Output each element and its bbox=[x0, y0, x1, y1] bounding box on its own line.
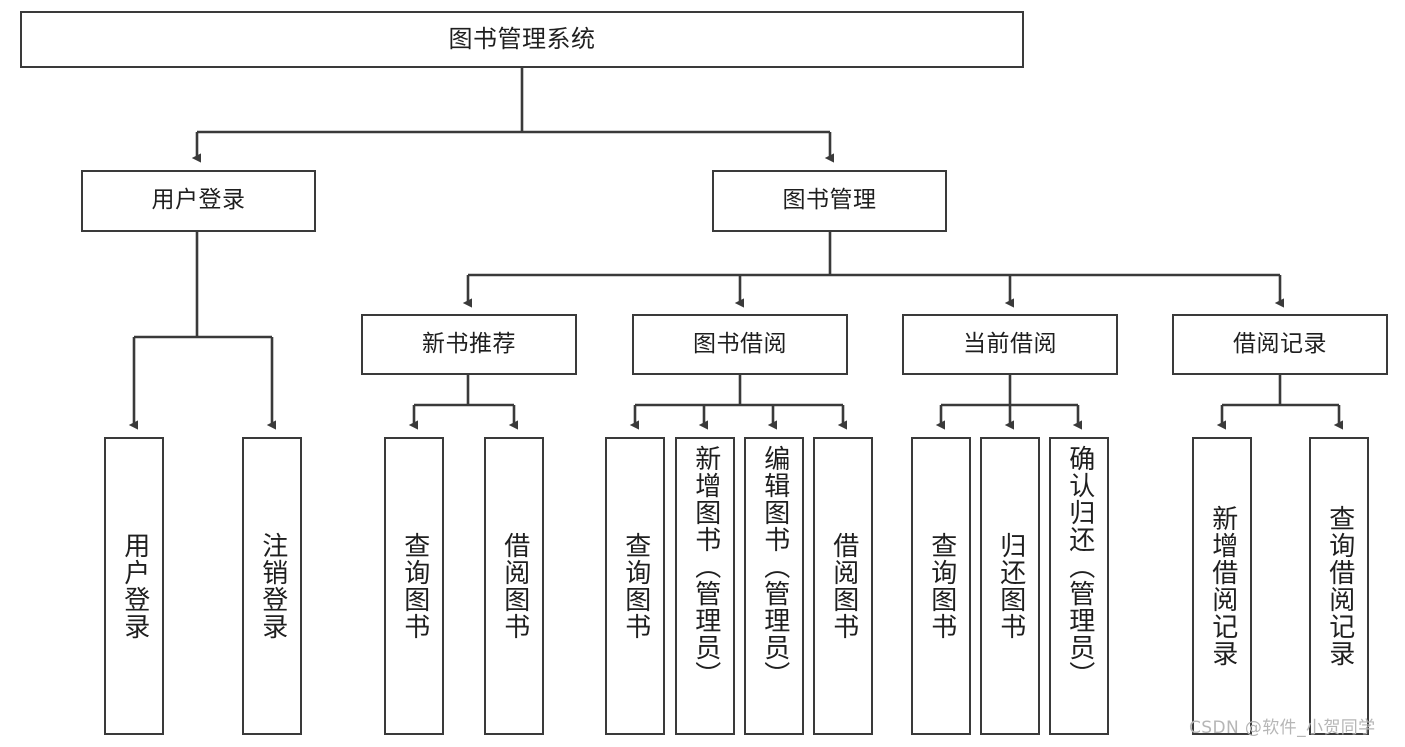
node-new-book-rec-label: 新书推荐 bbox=[422, 330, 516, 357]
node-borrow-record[interactable]: 借阅记录 bbox=[1172, 314, 1388, 375]
leaf-query-record[interactable]: 查询借阅记录 bbox=[1309, 437, 1369, 735]
node-root-label: 图书管理系统 bbox=[448, 25, 596, 54]
leaf-query-book-2-label: 查询图书 bbox=[620, 532, 651, 640]
leaf-add-record[interactable]: 新增借阅记录 bbox=[1192, 437, 1252, 735]
leaf-borrow-book-1[interactable]: 借阅图书 bbox=[484, 437, 544, 735]
leaf-edit-book-label: 编辑图书（管理员） bbox=[759, 445, 790, 688]
node-book-manage-label: 图书管理 bbox=[782, 187, 877, 214]
node-current-borrow-label: 当前借阅 bbox=[963, 330, 1057, 357]
leaf-confirm-return[interactable]: 确认归还（管理员） bbox=[1049, 437, 1109, 735]
leaf-borrow-book-2-label: 借阅图书 bbox=[828, 532, 859, 640]
leaf-borrow-book-1-label: 借阅图书 bbox=[499, 532, 530, 640]
leaf-user-login-label: 用户登录 bbox=[119, 532, 150, 640]
leaf-return-book[interactable]: 归还图书 bbox=[980, 437, 1040, 735]
leaf-query-book-3[interactable]: 查询图书 bbox=[911, 437, 971, 735]
leaf-query-book-2[interactable]: 查询图书 bbox=[605, 437, 665, 735]
leaf-logout[interactable]: 注销登录 bbox=[242, 437, 302, 735]
leaf-add-record-label: 新增借阅记录 bbox=[1207, 505, 1238, 667]
leaf-query-record-label: 查询借阅记录 bbox=[1324, 505, 1355, 667]
node-user-login-label: 用户登录 bbox=[151, 187, 246, 214]
leaf-user-login[interactable]: 用户登录 bbox=[104, 437, 164, 735]
node-book-borrow-label: 图书借阅 bbox=[693, 330, 787, 357]
leaf-confirm-return-label: 确认归还（管理员） bbox=[1064, 445, 1095, 688]
leaf-query-book-1[interactable]: 查询图书 bbox=[384, 437, 444, 735]
node-book-borrow[interactable]: 图书借阅 bbox=[632, 314, 848, 375]
leaf-add-book-label: 新增图书（管理员） bbox=[690, 445, 721, 688]
leaf-borrow-book-2[interactable]: 借阅图书 bbox=[813, 437, 873, 735]
leaf-logout-label: 注销登录 bbox=[257, 532, 288, 640]
leaf-query-book-1-label: 查询图书 bbox=[399, 532, 430, 640]
node-new-book-rec[interactable]: 新书推荐 bbox=[361, 314, 577, 375]
node-current-borrow[interactable]: 当前借阅 bbox=[902, 314, 1118, 375]
node-user-login[interactable]: 用户登录 bbox=[81, 170, 316, 232]
node-book-manage[interactable]: 图书管理 bbox=[712, 170, 947, 232]
node-borrow-record-label: 借阅记录 bbox=[1233, 330, 1327, 357]
csdn-watermark: CSDN @软件_小贺同学 bbox=[1189, 718, 1376, 738]
leaf-add-book[interactable]: 新增图书（管理员） bbox=[675, 437, 735, 735]
leaf-query-book-3-label: 查询图书 bbox=[926, 532, 957, 640]
leaf-edit-book[interactable]: 编辑图书（管理员） bbox=[744, 437, 804, 735]
node-root[interactable]: 图书管理系统 bbox=[20, 11, 1024, 68]
leaf-return-book-label: 归还图书 bbox=[995, 532, 1026, 640]
